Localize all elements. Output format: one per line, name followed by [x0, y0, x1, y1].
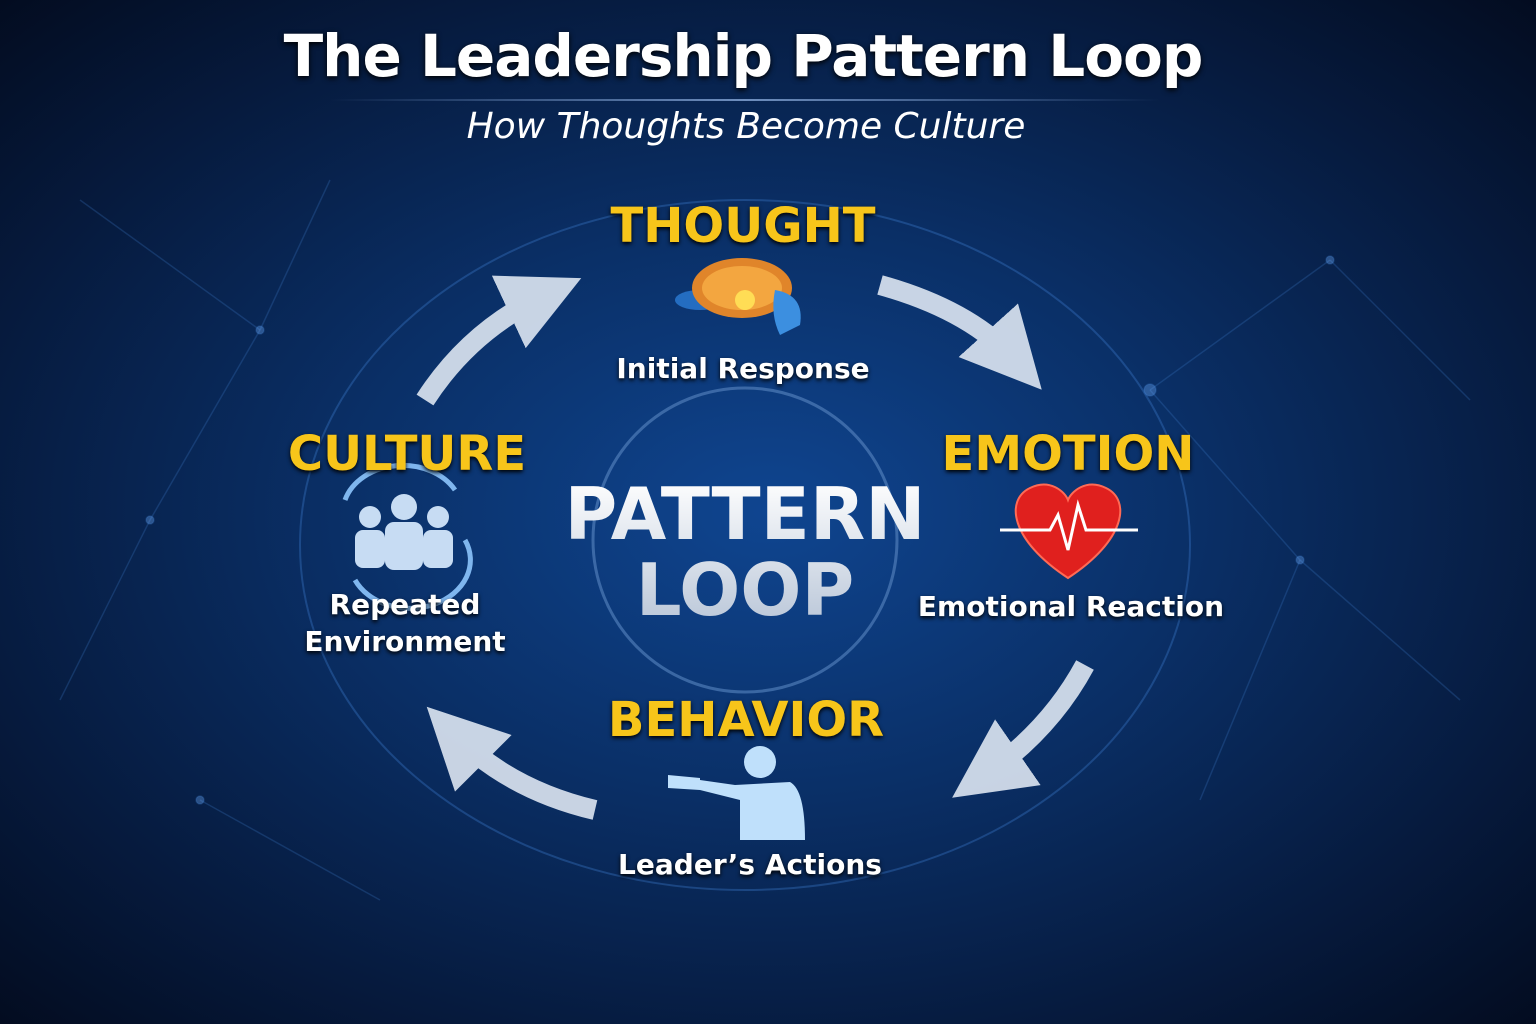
- pointing-person-icon: [668, 746, 805, 840]
- center-title-line2: LOOP: [635, 548, 855, 632]
- arrow-emotion-to-behavior: [952, 660, 1094, 798]
- heart-pulse-icon: [1000, 483, 1138, 580]
- center-title-line1: PATTERN: [564, 472, 926, 556]
- brain-icon: [675, 258, 801, 335]
- arrow-thought-to-emotion: [877, 275, 1042, 390]
- stage-behavior-description: Leader’s Actions: [618, 848, 882, 881]
- stage-culture-description: Repeated Environment: [304, 586, 505, 660]
- title-divider: [330, 99, 1160, 101]
- stage-behavior-label: BEHAVIOR: [607, 692, 885, 748]
- stage-culture-description-line2: Environment: [304, 625, 506, 658]
- arrow-behavior-to-culture: [426, 706, 598, 820]
- stage-culture-label: CULTURE: [287, 426, 527, 482]
- stage-emotion-label: EMOTION: [941, 426, 1195, 482]
- page-subtitle: How Thoughts Become Culture: [466, 106, 1026, 147]
- page-title: The Leadership Pattern Loop: [283, 22, 1204, 90]
- arrow-culture-to-thought: [416, 275, 582, 406]
- center-title: PATTERN LOOP: [564, 476, 925, 628]
- outer-ring: [299, 199, 1191, 891]
- stage-thought-label: THOUGHT: [610, 198, 876, 254]
- stage-thought-description: Initial Response: [616, 352, 870, 385]
- stage-emotion-description: Emotional Reaction: [917, 590, 1225, 623]
- center-ring: [591, 386, 899, 694]
- group-cycle-icon: [342, 462, 473, 611]
- stage-culture-description-line1: Repeated: [329, 588, 481, 621]
